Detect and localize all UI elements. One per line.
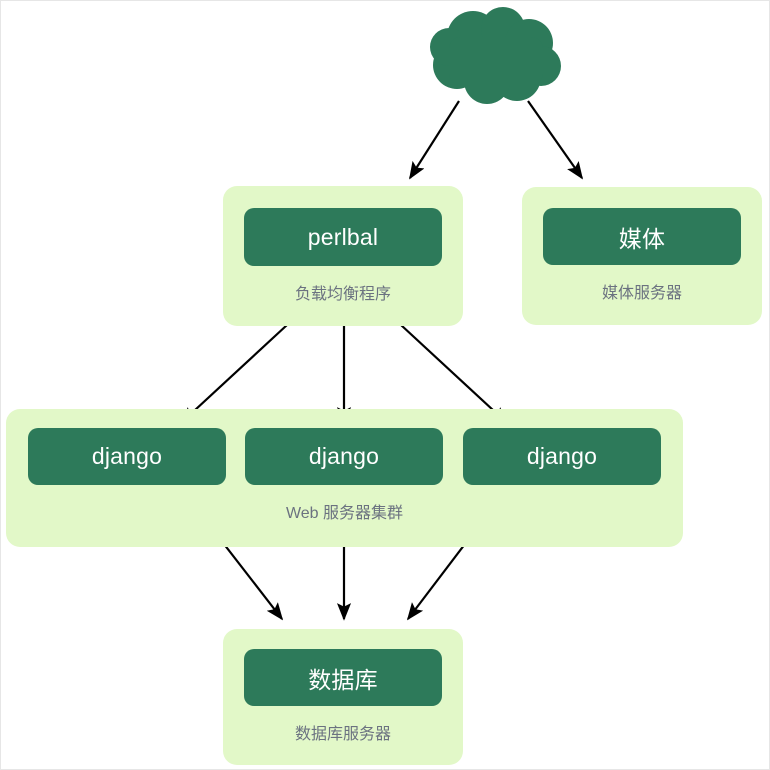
group-load-balancer[interactable]: perlbal 负载均衡程序 <box>223 186 463 326</box>
node-django-3-label: django <box>526 443 598 469</box>
cloud-node[interactable] <box>421 3 569 107</box>
node-database[interactable]: 数据库 <box>244 649 442 706</box>
node-perlbal[interactable]: perlbal <box>244 208 442 266</box>
group-load-balancer-caption: 负载均衡程序 <box>294 286 391 303</box>
node-django-1-label: django <box>91 443 163 469</box>
node-django-2[interactable]: django <box>245 428 443 485</box>
node-django-3[interactable]: django <box>463 428 661 485</box>
cloud-icon <box>430 7 561 104</box>
edge-cloud-to-perlbal <box>409 100 460 180</box>
group-media[interactable]: 媒体 媒体服务器 <box>522 187 762 325</box>
edge-cloud-to-media <box>527 100 584 180</box>
group-database[interactable]: 数据库 数据库服务器 <box>223 629 463 765</box>
node-media-label: 媒体 <box>618 225 666 252</box>
node-django-1[interactable]: django <box>28 428 226 485</box>
node-media[interactable]: 媒体 <box>543 208 741 265</box>
node-database-label: 数据库 <box>308 666 378 693</box>
node-django-2-label: django <box>308 443 380 469</box>
group-database-caption: 数据库服务器 <box>294 726 391 743</box>
node-perlbal-label: perlbal <box>307 223 379 250</box>
group-web-cluster-caption: Web 服务器集群 <box>285 505 404 522</box>
group-media-caption: 媒体服务器 <box>601 285 682 302</box>
group-web-cluster[interactable]: django django django Web 服务器集群 <box>6 409 683 547</box>
